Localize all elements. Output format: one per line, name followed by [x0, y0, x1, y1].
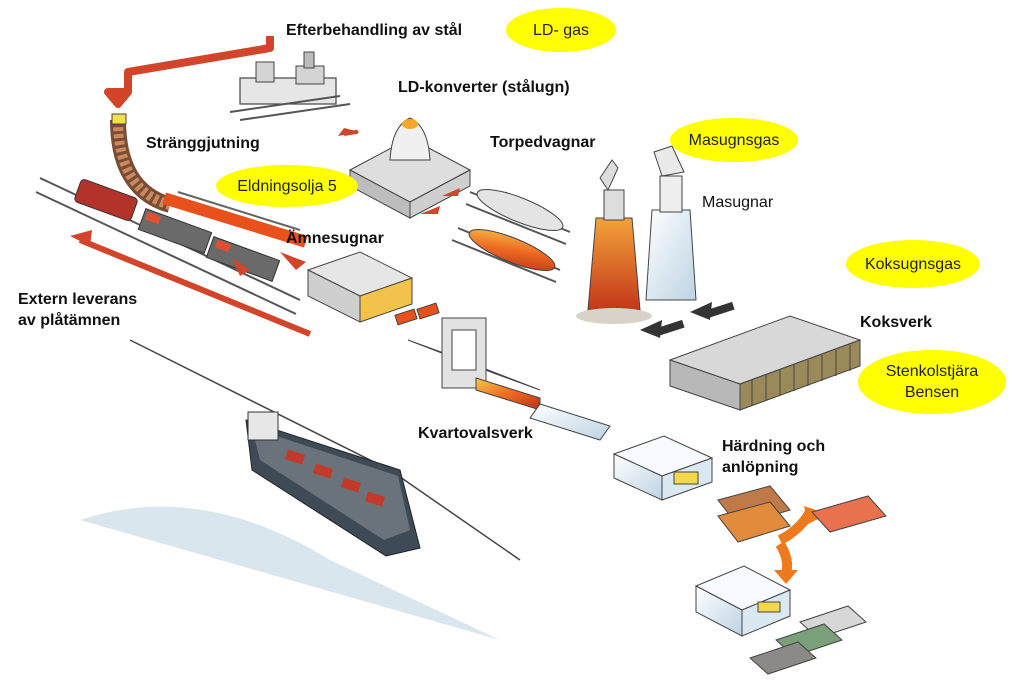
coke-oven-icon	[668, 315, 862, 411]
highlight-ld-gas-text: LD- gas	[532, 21, 590, 39]
plate-mill-icon	[407, 317, 611, 441]
train-and-tracks-icon	[35, 177, 312, 337]
label-stranggjutning: Stränggjutning	[146, 135, 260, 152]
label-torpedvagnar: Torpedvagnar	[490, 134, 596, 151]
hardening-tempering-icon	[612, 435, 887, 675]
highlight-bensen-text: Bensen	[904, 384, 960, 401]
post-treatment-plant-icon	[229, 51, 351, 121]
flow-arrows-red	[338, 128, 460, 214]
label-ld-konverter: LD-konverter (stålugn)	[398, 79, 570, 96]
highlight-masugnsgas-text: Masugnsgas	[688, 131, 780, 149]
coke-flow-arrows	[640, 301, 735, 338]
highlight-stenkolstjara-text: Stenkolstjära	[885, 363, 979, 380]
torpedo-cars-icon	[451, 188, 571, 283]
label-kvartovalsverk: Kvartovalsverk	[418, 425, 533, 442]
highlight-koksugnsgas: Koksugnsgas	[846, 240, 980, 288]
label-efterbehandling: Efterbehandling av stål	[286, 22, 463, 39]
label-hardning-line1: Härdning och	[722, 438, 826, 455]
highlight-koksugnsgas-text: Koksugnsgas	[864, 255, 962, 273]
label-amnesugnar: Ämnesugnar	[286, 230, 384, 247]
label-koksverk: Koksverk	[860, 314, 933, 331]
label-hardning-line2: anlöpning	[722, 459, 799, 476]
reheating-furnace-icon	[306, 251, 440, 326]
label-masugnar: Masugnar	[702, 194, 774, 211]
return-arrow-head	[106, 90, 132, 106]
blast-furnaces-icon	[576, 145, 697, 324]
highlight-stenkolstjara: Stenkolstjära Bensen	[858, 350, 1006, 414]
cargo-ship-icon	[80, 339, 521, 640]
highlight-masugnsgas: Masugnsgas	[670, 118, 798, 162]
label-extern-leverans-line1: Extern leverans	[18, 291, 138, 308]
label-extern-leverans-line2: av plåtämnen	[18, 312, 121, 329]
highlight-ld-gas: LD- gas	[506, 8, 616, 52]
continuous-casting-icon	[110, 113, 308, 248]
ld-converter-icon	[348, 117, 472, 219]
highlight-eldningsolja: Eldningsolja 5	[216, 165, 358, 207]
highlight-eldningsolja-text: Eldningsolja 5	[237, 177, 337, 195]
